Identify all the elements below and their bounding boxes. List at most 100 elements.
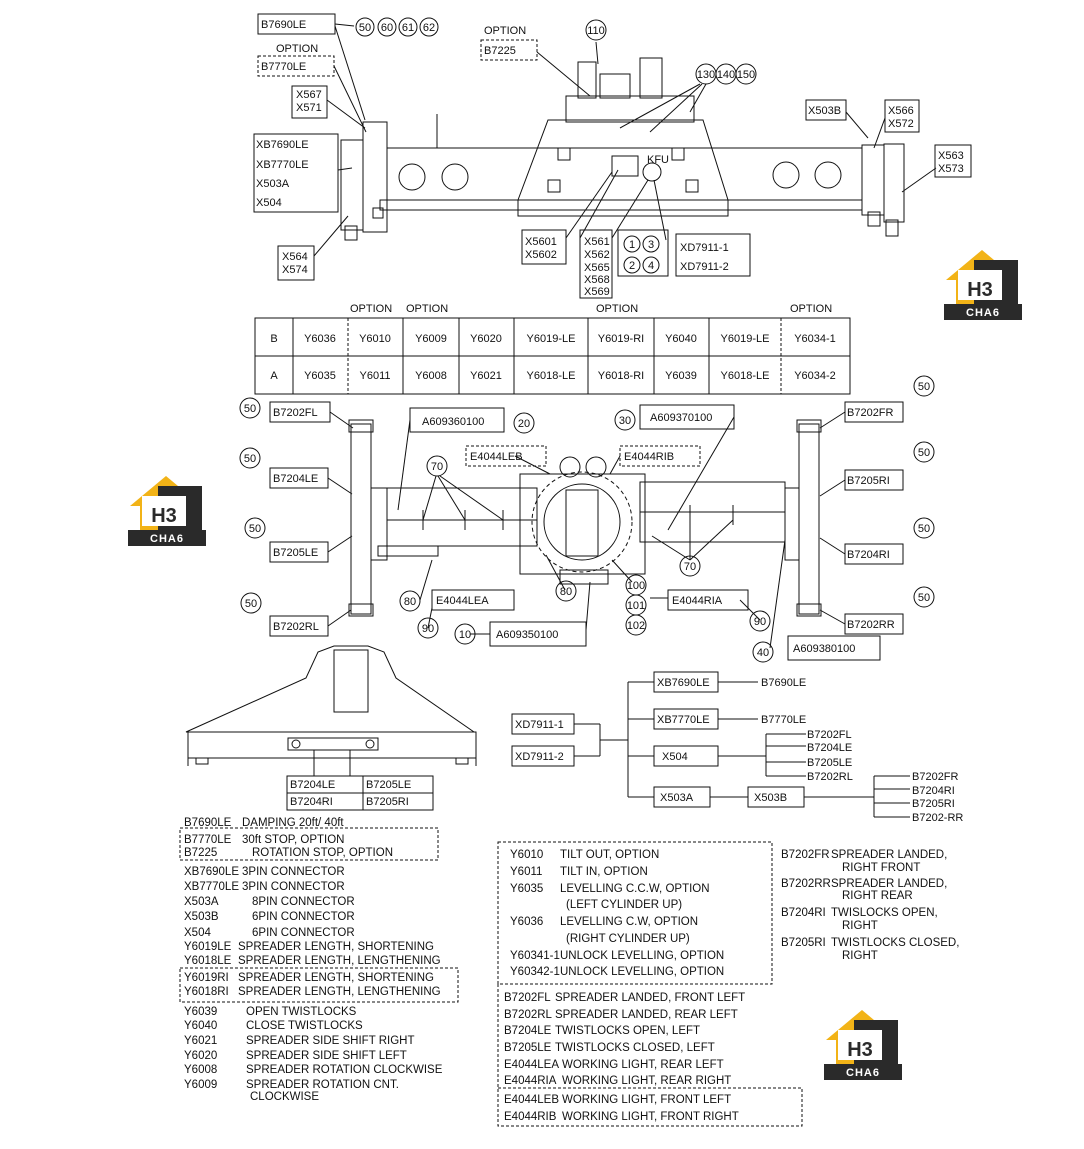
legend-code: Y6008 <box>184 1064 217 1076</box>
legend-desc: 8PIN CONNECTOR <box>252 896 355 908</box>
tree-x503b-child: B7202-RR <box>912 812 963 824</box>
table-cell: Y6018-LE <box>721 370 770 382</box>
plan-balloon-c50: 50 <box>244 453 256 465</box>
top-label-opt_b7225: OPTION <box>484 25 526 37</box>
plan-label-b7202fl: B7202FL <box>273 407 318 419</box>
plan-label-e4044leb: E4044LEB <box>470 451 523 463</box>
top-balloon-p4: 4 <box>648 260 654 272</box>
top-label-xd7911_1: XD7911-1 <box>680 242 729 254</box>
top-balloon-c130: 130 <box>697 69 715 81</box>
plan-label-a609380100: A609380100 <box>793 643 855 655</box>
plan-balloon-c50: 50 <box>244 403 256 415</box>
legend-frames <box>179 827 803 1127</box>
top-label-x561: X561 <box>584 236 610 248</box>
tree-x503b: X503B <box>754 792 787 804</box>
watermark-sub: CHA6 <box>966 307 1000 319</box>
tree-b7690le: B7690LE <box>761 677 806 689</box>
legend-desc: TWISTLOCKS CLOSED, LEFT <box>555 1042 715 1054</box>
table-cell: Y6009 <box>415 333 447 345</box>
legend-desc: SPREADER LANDED, <box>831 878 947 890</box>
legend-desc: RIGHT <box>842 920 878 932</box>
top-label-x5602: X5602 <box>525 249 557 261</box>
legend-code: Y6020 <box>184 1050 217 1062</box>
plan-label-b7205ri: B7205RI <box>847 475 890 487</box>
table-cell: Y6011 <box>360 370 391 382</box>
table-cell: Y6018-LE <box>527 370 576 382</box>
legend-code: E4044LEA <box>504 1059 559 1071</box>
legend-code: B7225 <box>184 847 217 859</box>
legend-desc: RIGHT <box>842 950 878 962</box>
top-label-opt_b7770: OPTION <box>276 43 318 55</box>
legend-desc: WORKING LIGHT, REAR RIGHT <box>562 1075 731 1087</box>
top-view-leaders <box>253 13 972 299</box>
table-cell: Y6020 <box>470 333 502 345</box>
top-label-x5601: X5601 <box>525 236 557 248</box>
legend-code: Y6010 <box>510 849 543 861</box>
legend-desc: ROTATION STOP, OPTION <box>252 847 393 859</box>
plan-balloon-c50: 50 <box>918 381 930 393</box>
wiring-tree <box>511 671 910 818</box>
side-view <box>185 645 477 811</box>
legend-code: B7204LE <box>504 1025 552 1037</box>
plan-balloon-c102: 102 <box>627 620 645 632</box>
legend-desc: OPEN TWISTLOCKS <box>246 1006 357 1018</box>
legend-code: Y6009 <box>184 1079 217 1091</box>
top-label-b7770le: B7770LE <box>261 61 306 73</box>
legend-code: Y6035 <box>510 883 543 895</box>
legend-code: E4044RIB <box>504 1111 557 1123</box>
legend-desc: SPREADER ROTATION CNT. <box>246 1079 399 1091</box>
top-balloon-c60: 60 <box>381 22 393 34</box>
legend-desc: UNLOCK LEVELLING, OPTION <box>560 966 724 978</box>
plan-balloon-c50: 50 <box>249 523 261 535</box>
legend-desc: LEVELLING C.W, OPTION <box>560 916 698 928</box>
plan-balloon-c80: 80 <box>560 586 572 598</box>
plan-balloon-c100: 100 <box>627 580 645 592</box>
legend-desc: LEVELLING C.C.W, OPTION <box>560 883 710 895</box>
legend-code: Y6011 <box>510 866 542 878</box>
watermark-sub: CHA6 <box>150 533 184 545</box>
legend-desc: CLOCKWISE <box>250 1091 319 1103</box>
legend-desc: (LEFT CYLINDER UP) <box>566 899 682 911</box>
side-label-b7205le: B7205LE <box>366 779 411 791</box>
top-balloon-c62: 62 <box>423 22 435 34</box>
table-cell: Y6008 <box>415 370 447 382</box>
tree-x503b-child: B7205RI <box>912 798 955 810</box>
tree-x504-child: B7204LE <box>807 742 852 754</box>
top-label-xb7690le: XB7690LE <box>256 139 309 151</box>
legend-code: Y6019LE <box>184 941 232 953</box>
table-cell: Y6021 <box>470 370 502 382</box>
top-label-x503a: X503A <box>256 178 290 190</box>
legend-code: B7202RL <box>504 1009 553 1021</box>
tree-x503b-child: B7204RI <box>912 785 955 797</box>
top-label-x567: X567 <box>296 89 322 101</box>
legend-desc: SPREADER LENGTH, SHORTENING <box>238 972 434 984</box>
legend-code: B7202FR <box>781 849 830 861</box>
top-label-kfu: KFU <box>647 154 669 166</box>
top-label-x572: X572 <box>888 118 914 130</box>
table-cell: Y6034-1 <box>794 333 836 345</box>
legend-code: Y6019RI <box>184 972 229 984</box>
plan-label-b7202rl: B7202RL <box>273 621 319 633</box>
legend-desc: TWISTLOCKS CLOSED, <box>831 937 959 949</box>
legend-desc: SPREADER LANDED, REAR LEFT <box>555 1009 738 1021</box>
top-label-x571: X571 <box>296 102 322 114</box>
watermark-sub: CHA6 <box>846 1067 880 1079</box>
table-cell: Y6018-RI <box>598 370 644 382</box>
top-label-xb7770le: XB7770LE <box>256 159 309 171</box>
plan-label-e4044rib: E4044RIB <box>624 451 674 463</box>
plan-balloon-c50: 50 <box>918 447 930 459</box>
legend-code: X504 <box>184 927 211 939</box>
tree-xd7911-1: XD7911-1 <box>515 719 564 731</box>
table-cell: Y6035 <box>304 370 336 382</box>
plan-label-b7205le: B7205LE <box>273 547 318 559</box>
plan-view-leaders <box>239 375 935 663</box>
legend-code: B7690LE <box>184 817 232 829</box>
top-balloon-c61: 61 <box>402 22 414 34</box>
plan-balloon-c90: 90 <box>754 616 766 628</box>
top-label-x566: X566 <box>888 105 914 117</box>
plan-balloon-c101: 101 <box>627 600 645 612</box>
plan-label-b7202fr: B7202FR <box>847 407 894 419</box>
legend-code: Y6021 <box>184 1035 217 1047</box>
